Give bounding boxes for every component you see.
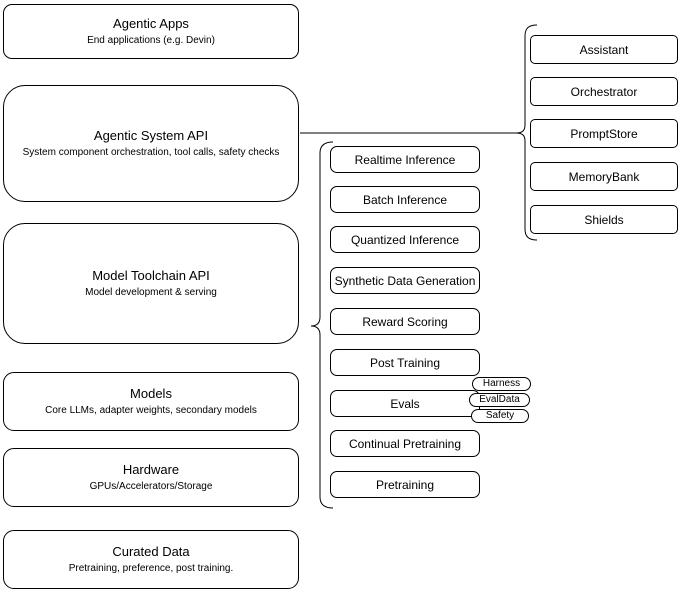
- node-curated-data: Curated Data Pretraining, preference, po…: [3, 530, 299, 589]
- toolchain-item-evals: Evals: [330, 390, 480, 417]
- evals-tag-evaldata: EvalData: [469, 393, 530, 407]
- component-assistant: Assistant: [530, 35, 678, 64]
- component-promptstore: PromptStore: [530, 119, 678, 148]
- node-title: Agentic System API: [93, 128, 209, 143]
- component-memorybank: MemoryBank: [530, 162, 678, 191]
- evals-tag-safety: Safety: [471, 409, 529, 423]
- node-hardware: Hardware GPUs/Accelerators/Storage: [3, 448, 299, 507]
- toolchain-item-continual-pretraining: Continual Pretraining: [330, 430, 480, 457]
- node-subtitle: System component orchestration, tool cal…: [22, 147, 280, 158]
- node-models: Models Core LLMs, adapter weights, secon…: [3, 372, 299, 431]
- component-orchestrator: Orchestrator: [530, 77, 678, 106]
- toolchain-item-batch-inference: Batch Inference: [330, 186, 480, 213]
- node-subtitle: GPUs/Accelerators/Storage: [89, 481, 213, 492]
- toolchain-item-realtime-inference: Realtime Inference: [330, 146, 480, 173]
- node-title: Agentic Apps: [113, 16, 189, 31]
- node-subtitle: Model development & serving: [85, 287, 217, 298]
- toolchain-item-pretraining: Pretraining: [330, 471, 480, 498]
- toolchain-item-quantized-inference: Quantized Inference: [330, 226, 480, 253]
- node-title: Hardware: [122, 462, 180, 477]
- toolchain-item-post-training: Post Training: [330, 349, 480, 376]
- toolchain-item-reward-scoring: Reward Scoring: [330, 308, 480, 335]
- component-shields: Shields: [530, 205, 678, 234]
- node-agentic-system-api: Agentic System API System component orch…: [3, 85, 299, 202]
- node-subtitle: End applications (e.g. Devin): [87, 35, 215, 46]
- node-title: Curated Data: [112, 544, 190, 559]
- node-model-toolchain-api: Model Toolchain API Model development & …: [3, 223, 299, 344]
- node-agentic-apps: Agentic Apps End applications (e.g. Devi…: [3, 4, 299, 59]
- node-title: Model Toolchain API: [92, 268, 210, 283]
- node-title: Models: [130, 386, 172, 401]
- node-subtitle: Core LLMs, adapter weights, secondary mo…: [45, 405, 257, 416]
- toolchain-item-synthetic-data-generation: Synthetic Data Generation: [330, 267, 480, 294]
- evals-tag-harness: Harness: [472, 377, 531, 391]
- node-subtitle: Pretraining, preference, post training.: [68, 563, 234, 574]
